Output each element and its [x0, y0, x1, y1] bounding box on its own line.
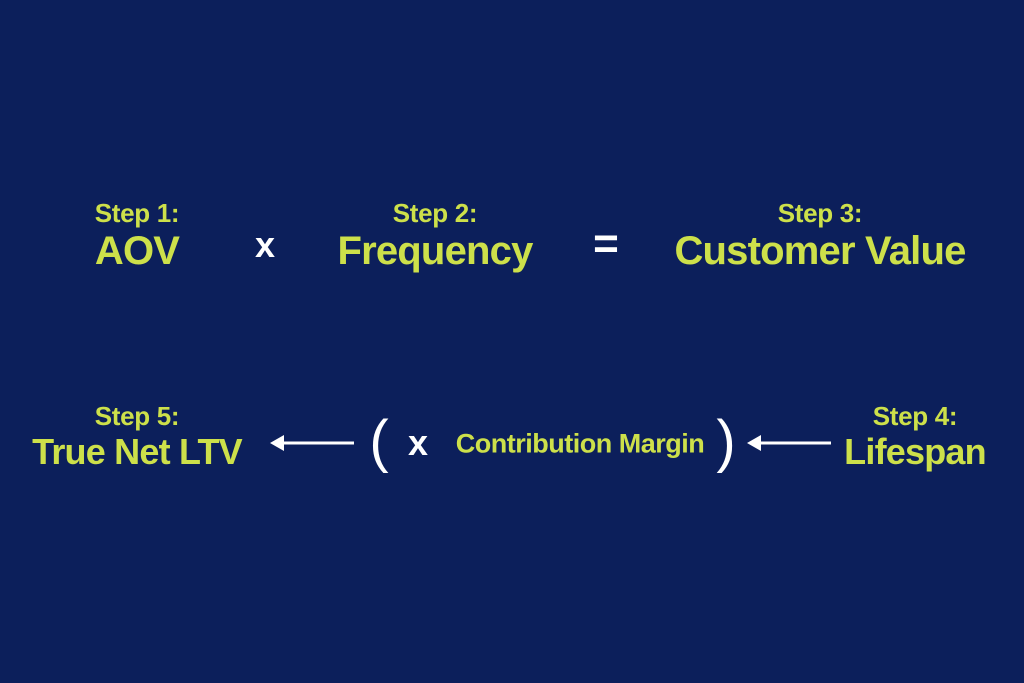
contribution-margin-label: Contribution Margin: [455, 428, 705, 459]
step-1-value: AOV: [94, 229, 180, 273]
step-5-value: True Net LTV: [32, 431, 243, 472]
arrow-left-icon: [270, 435, 354, 451]
multiply-operator-1: x: [254, 224, 276, 265]
step-3-label: Step 3:: [777, 198, 863, 228]
step-2-label: Step 2:: [392, 198, 478, 228]
step-2: Step 2: Frequency: [337, 198, 533, 274]
close-paren: ): [716, 409, 736, 474]
equals-operator: =: [593, 219, 619, 268]
step-5: Step 5: True Net LTV: [32, 401, 243, 473]
arrow-left-icon: [747, 435, 831, 451]
step-5-label: Step 5:: [94, 401, 180, 431]
step-1: Step 1: AOV: [95, 198, 180, 274]
step-4: Step 4: Lifespan: [844, 401, 986, 473]
multiply-operator-2: x: [407, 422, 429, 463]
step-4-label: Step 4:: [872, 401, 958, 431]
open-paren: (: [369, 409, 389, 474]
step-4-value: Lifespan: [844, 431, 986, 472]
step-3-value: Customer Value: [674, 229, 966, 273]
step-3: Step 3: Customer Value: [674, 198, 966, 274]
step-2-value: Frequency: [337, 229, 533, 273]
step-1-label: Step 1:: [94, 198, 180, 228]
